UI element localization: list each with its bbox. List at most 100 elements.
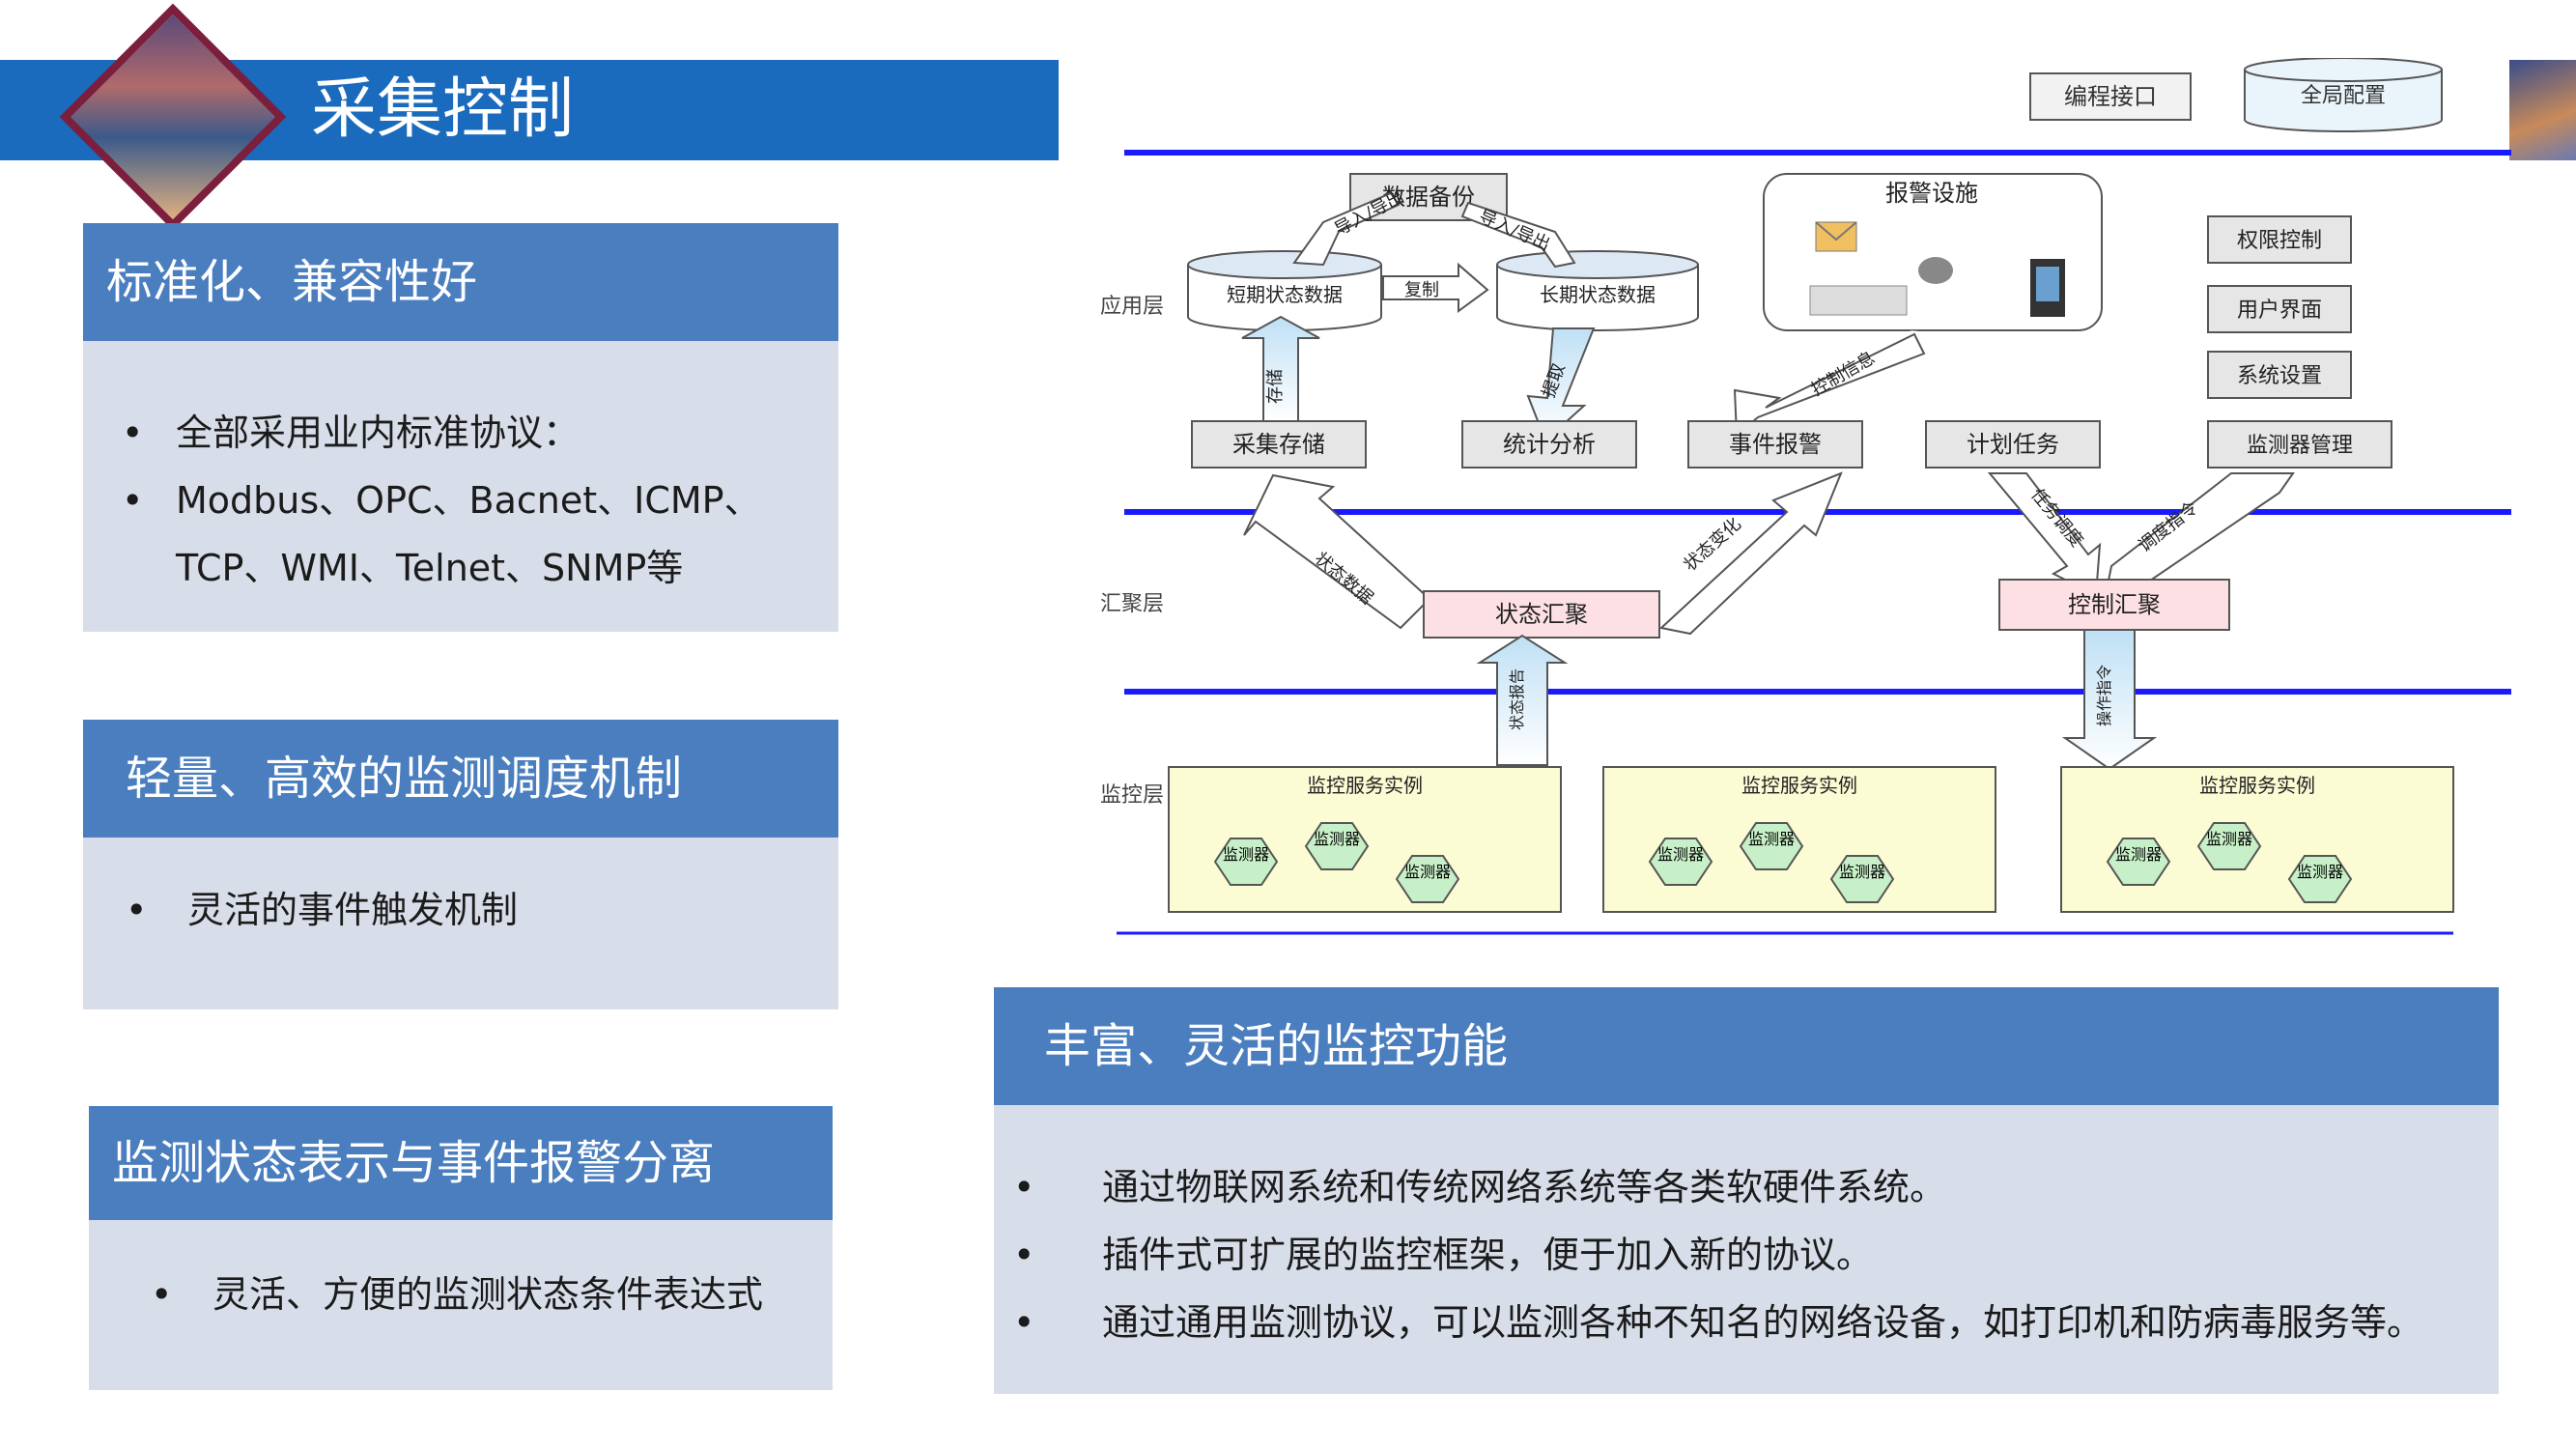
task-schedule-arrow: 任务调度 (1987, 472, 2102, 597)
control-aggregation-box: 控制汇聚 (1998, 579, 2230, 631)
svg-text:监控层: 监控层 (1101, 783, 1164, 808)
user-interface-box: 用户界面 (2207, 285, 2352, 333)
svg-text:复制: 复制 (1404, 280, 1439, 300)
monitor-manage-box: 监测器管理 (2207, 420, 2392, 469)
svg-text:监控服务实例: 监控服务实例 (2199, 774, 2315, 797)
status-report-arrow: 状态报告 (1476, 634, 1569, 766)
card-state-alarm-separation: 监测状态表示与事件报警分离 • 灵活、方便的监测状态条件表达式 (89, 1106, 833, 1390)
card-standardization: 标准化、兼容性好 • 全部采用业内标准协议： • Modbus、OPC、Bacn… (83, 223, 838, 632)
page-title: 采集控制 (311, 71, 575, 148)
svg-text:应用层: 应用层 (1101, 295, 1164, 319)
card-scheduling: 轻量、高效的监测调度机制 • 灵活的事件触发机制 (83, 720, 838, 1009)
list-item: • 全部采用业内标准协议： (122, 412, 580, 454)
list-item: • 插件式可扩展的监控框架，便于加入新的协议。 (1013, 1234, 1874, 1276)
status-change-arrow: 状态变化 (1658, 471, 1843, 636)
card-heading: 监测状态表示与事件报警分离 (89, 1106, 833, 1220)
svg-text:监测器: 监测器 (1748, 830, 1795, 848)
copy-arrow: 复制 (1382, 262, 1489, 313)
monitor-node: 监测器 (1648, 838, 1713, 886)
list-item: • 灵活、方便的监测状态条件表达式 (151, 1273, 764, 1316)
list-item: • 通过通用监测协议，可以监测各种不知名的网络设备，如打印机和防病毒服务等。 (1013, 1301, 2424, 1344)
svg-text:汇聚层: 汇聚层 (1101, 592, 1164, 616)
svg-text:事件报警: 事件报警 (1729, 431, 1822, 458)
monitor-service-instance: 监控服务实例 监测器 监测器 监测器 (2060, 766, 2454, 913)
programming-interface-box: 编程接口 (2029, 72, 2192, 121)
card-heading-text: 轻量、高效的监测调度机制 (126, 752, 683, 806)
operation-cmd-arrow: 操作指令 (2061, 629, 2158, 771)
layer-label-monitoring: 监控层 (1100, 783, 1164, 808)
card-heading-text: 监测状态表示与事件报警分离 (112, 1136, 716, 1190)
svg-text:监控服务实例: 监控服务实例 (1307, 774, 1423, 797)
system-settings-box: 系统设置 (2207, 351, 2352, 399)
sms-icon (1809, 285, 1908, 316)
svg-text:统计分析: 统计分析 (1503, 431, 1596, 458)
svg-text:全局配置: 全局配置 (2301, 84, 2386, 108)
monitor-node: 监测器 (2196, 822, 2262, 870)
global-config-database: 全局配置 (2244, 57, 2443, 132)
control-info-arrow: 控制信息 (1733, 330, 1930, 438)
status-data-arrow: 状态数据 (1243, 473, 1431, 630)
short-term-database: 短期状态数据 (1187, 250, 1382, 331)
list-item: • 灵活的事件触发机制 (126, 889, 519, 931)
svg-text:状态汇聚: 状态汇聚 (1495, 601, 1588, 628)
svg-text:监测器: 监测器 (2115, 845, 2162, 864)
card-body: • 灵活的事件触发机制 (83, 838, 838, 1009)
svg-text:监测器: 监测器 (1223, 845, 1269, 864)
svg-text:监测器: 监测器 (1404, 863, 1451, 881)
monitor-node: 监测器 (2106, 838, 2171, 886)
corner-decoration-image (2509, 60, 2576, 160)
card-heading-text: 标准化、兼容性好 (106, 255, 478, 309)
card-heading: 标准化、兼容性好 (83, 223, 838, 341)
svg-text:系统设置: 系统设置 (2237, 364, 2322, 388)
monitor-node: 监测器 (1304, 822, 1370, 870)
svg-text:监测器: 监测器 (1839, 863, 1885, 881)
svg-text:编程接口: 编程接口 (2064, 83, 2157, 110)
card-body: • 灵活、方便的监测状态条件表达式 (89, 1220, 833, 1390)
data-backup-box: 数据备份 (1349, 173, 1508, 221)
monitor-node: 监测器 (1829, 855, 1895, 903)
status-aggregation-box: 状态汇聚 (1423, 590, 1660, 639)
scheduled-task-box: 计划任务 (1925, 420, 2101, 469)
svg-text:状态报告: 状态报告 (1508, 668, 1526, 730)
svg-text:操作指令: 操作指令 (2095, 665, 2113, 726)
monitor-node: 监测器 (1395, 855, 1460, 903)
monitor-node: 监测器 (1213, 838, 1279, 886)
event-alarm-box: 事件报警 (1687, 420, 1863, 469)
card-monitoring-features: 丰富、灵活的监控功能 • 通过物联网系统和传统网络系统等各类软硬件系统。 • 插… (994, 987, 2499, 1394)
architecture-diagram-svg: 编程接口 全局配置 应用层 数据备份 短期状态数据 (1100, 57, 2511, 935)
card-heading: 丰富、灵活的监控功能 (994, 987, 2499, 1105)
monitor-node: 监测器 (2287, 855, 2353, 903)
store-arrow: 存储 (1241, 315, 1320, 422)
svg-text:短期状态数据: 短期状态数据 (1227, 283, 1343, 306)
monitor-node: 监测器 (1739, 822, 1804, 870)
list-item: • Modbus、OPC、Bacnet、ICMP、TCP、WMI、Telnet、… (122, 479, 761, 589)
svg-text:计划任务: 计划任务 (1967, 431, 2059, 458)
svg-text:采集存储: 采集存储 (1232, 431, 1325, 458)
collect-store-box: 采集存储 (1191, 420, 1367, 469)
card-body: • 通过物联网系统和传统网络系统等各类软硬件系统。 • 插件式可扩展的监控框架，… (994, 1105, 2499, 1394)
logo-image (59, 3, 287, 231)
card-body: • 全部采用业内标准协议： • Modbus、OPC、Bacnet、ICMP、T… (83, 341, 838, 632)
monitor-service-instance: 监控服务实例 监测器 监测器 监测器 (1168, 766, 1562, 913)
card-heading: 轻量、高效的监测调度机制 (83, 720, 838, 838)
layer-label-aggregation: 汇聚层 (1100, 592, 1164, 616)
svg-text:权限控制: 权限控制 (2237, 229, 2322, 253)
svg-text:报警设施: 报警设施 (1885, 180, 1978, 207)
svg-text:存储: 存储 (1265, 369, 1286, 404)
svg-text:监测器: 监测器 (1657, 845, 1704, 864)
svg-text:导入/导出: 导入/导出 (1476, 206, 1553, 255)
statistics-box: 统计分析 (1461, 420, 1637, 469)
permission-control-box: 权限控制 (2207, 215, 2352, 264)
alarm-facility-box: 报警设施 (1763, 173, 2103, 331)
svg-text:控制汇聚: 控制汇聚 (2068, 591, 2161, 618)
list-item: • 通过物联网系统和传统网络系统等各类软硬件系统。 (1013, 1166, 1947, 1208)
svg-text:长期状态数据: 长期状态数据 (1540, 283, 1656, 306)
svg-text:用户界面: 用户界面 (2237, 298, 2322, 323)
svg-text:监测器: 监测器 (2206, 830, 2252, 848)
svg-text:监测器: 监测器 (1314, 830, 1360, 848)
monitor-service-instance: 监控服务实例 监测器 监测器 监测器 (1602, 766, 1996, 913)
svg-text:监控服务实例: 监控服务实例 (1741, 774, 1857, 797)
architecture-diagram: 编程接口 全局配置 应用层 数据备份 短期状态数据 (1100, 57, 2511, 947)
dispatch-cmd-arrow: 调度指令 (2104, 472, 2295, 596)
svg-text:监测器管理: 监测器管理 (2247, 434, 2353, 458)
